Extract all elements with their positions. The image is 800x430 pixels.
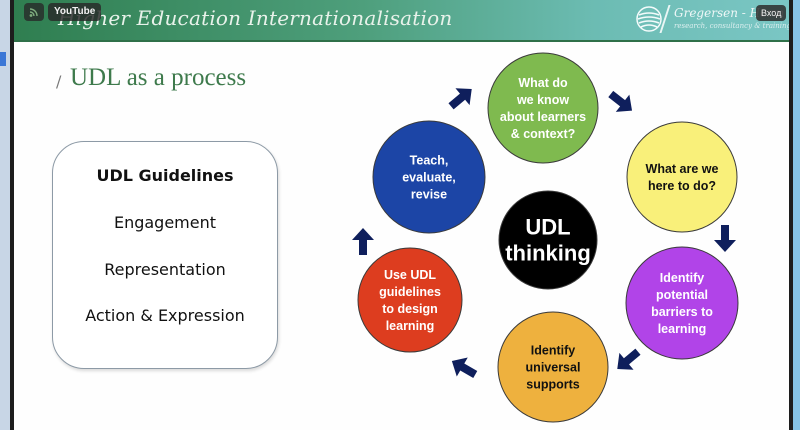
step-purpose: What are we here to do? (626, 121, 738, 233)
rss-button[interactable] (24, 3, 44, 21)
guidelines-title: UDL Guidelines (96, 166, 234, 185)
step-text-line: universal (526, 360, 581, 374)
arrow-to-purpose-icon (608, 90, 633, 112)
step-text-line: to design (382, 302, 438, 316)
slide-header: Higher Education Internationalisation Gr… (14, 0, 789, 42)
step-text-line: barriers to (651, 305, 713, 319)
guideline-item: Action & Expression (85, 306, 245, 325)
step-text-line: Identify (660, 271, 704, 285)
step-teach-evaluate-shape (372, 120, 486, 234)
arrow-to-supports-icon (617, 348, 641, 370)
step-identify-barriers-shape (625, 246, 739, 360)
step-text-line: UDL (525, 215, 570, 240)
step-text-line: we know (516, 93, 569, 107)
step-text-line: What are we (646, 162, 719, 176)
step-text-line: Teach, (410, 153, 449, 167)
logo-tagline: research, consultancy & training (674, 22, 789, 30)
arrow-to-guidelines-icon (451, 357, 478, 378)
slide-title: UDL as a process (70, 64, 247, 91)
step-text-line: supports (526, 377, 580, 391)
guideline-item: Engagement (113, 213, 217, 232)
udl-guidelines-box: UDL Guidelines Engagement Representation… (52, 141, 278, 369)
title-slash: / (56, 72, 62, 91)
youtube-button[interactable]: YouTube (48, 3, 102, 21)
step-identify-barriers: Identify potential barriers to learning (625, 246, 739, 360)
step-text-line: here to do? (648, 179, 716, 193)
step-text-line: What do (518, 76, 568, 90)
arrow-to-know-learners-icon (448, 88, 472, 110)
step-text-line: Use UDL (384, 268, 436, 282)
center-udl-thinking-shape (498, 190, 598, 290)
globe-icon (636, 6, 662, 32)
step-text-line: & context? (511, 127, 576, 141)
step-universal-supports: Identify universal supports (497, 311, 609, 423)
step-teach-evaluate: Teach, evaluate, revise (372, 120, 486, 234)
step-know-learners: What do we know about learners & context? (487, 52, 599, 164)
video-frame-border-left (10, 0, 14, 430)
rss-icon (29, 8, 38, 17)
header-title: Higher Education Internationalisation (58, 6, 453, 30)
step-text-line: guidelines (379, 285, 441, 299)
step-universal-supports-shape (497, 311, 609, 423)
step-text-line: revise (411, 187, 447, 201)
background-window-edge-right (793, 0, 800, 430)
video-player-slide[interactable]: Higher Education Internationalisation Gr… (14, 0, 789, 430)
step-text-line: thinking (505, 241, 591, 266)
step-text-line: learning (658, 322, 707, 336)
video-frame-border-right (789, 0, 793, 430)
step-text-line: Identify (531, 343, 575, 357)
step-know-learners-shape (487, 52, 599, 164)
step-text-line: learning (386, 319, 435, 333)
arrow-to-barriers-icon (714, 225, 736, 252)
login-button[interactable]: Вход (756, 5, 787, 21)
step-purpose-shape (626, 121, 738, 233)
arrow-to-teach-icon (352, 228, 374, 255)
guideline-item: Representation (104, 260, 226, 279)
step-use-guidelines: Use UDL guidelines to design learning (357, 247, 463, 353)
step-use-guidelines-shape (357, 247, 463, 353)
step-text-line: potential (656, 288, 708, 302)
step-text-line: about learners (500, 110, 586, 124)
step-text-line: evaluate, (402, 170, 456, 184)
background-window-mark (0, 52, 6, 66)
